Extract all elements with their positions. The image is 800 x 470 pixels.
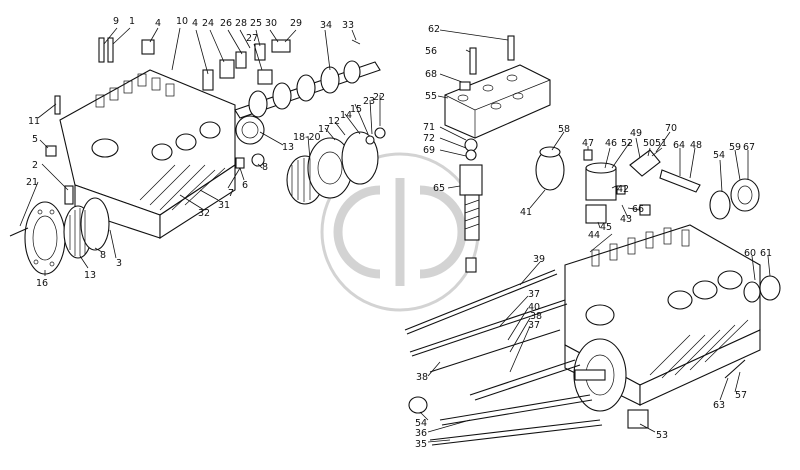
- callout-label: 53: [656, 430, 668, 441]
- callout-label: 57: [735, 390, 747, 401]
- callout-label: 30: [265, 18, 277, 29]
- callout-label: 59: [729, 142, 741, 153]
- callout-label: 70: [665, 123, 677, 134]
- callout-label: 64: [673, 140, 685, 151]
- callout-label: 15: [350, 104, 362, 115]
- callout-label: 38: [416, 372, 428, 383]
- right-pump-housing: [564, 224, 781, 429]
- callout-label: 9: [113, 16, 119, 27]
- callout-label: 45: [600, 222, 612, 233]
- callout-label: 22: [373, 92, 385, 103]
- callout-label: 38: [530, 311, 542, 322]
- callout-label: 16: [36, 278, 48, 289]
- callout-label: 46: [605, 138, 617, 149]
- callout-labels: 9 1 4 10 4 24 26 28 25 30 29 34 33 27 11…: [26, 16, 772, 450]
- callout-label: 17: [318, 124, 330, 135]
- callout-label: 13: [84, 270, 96, 281]
- callout-label: 62: [428, 24, 440, 35]
- callout-label: 7: [228, 188, 234, 199]
- callout-label: 71: [423, 122, 435, 133]
- callout-label: 10: [176, 16, 188, 27]
- callout-label: 35: [415, 439, 427, 450]
- callout-label: 4: [192, 18, 198, 29]
- callout-label: 39: [533, 254, 545, 265]
- left-camshaft: [234, 60, 381, 145]
- callout-label: 8: [100, 250, 106, 261]
- callout-label: 43: [620, 214, 632, 225]
- callout-label: 48: [690, 140, 702, 151]
- callout-label: 25: [250, 18, 262, 29]
- callout-label: 12: [328, 116, 340, 127]
- callout-label: 56: [425, 46, 437, 57]
- callout-label: 50: [643, 138, 655, 149]
- callout-label: 36: [415, 428, 427, 439]
- callout-label: 44: [588, 230, 600, 241]
- callout-label: 33: [342, 20, 354, 31]
- callout-label: 21: [26, 177, 38, 188]
- callout-label: 55: [425, 91, 437, 102]
- callout-label: 24: [202, 18, 214, 29]
- callout-label: 61: [760, 248, 772, 259]
- callout-label: 69: [423, 145, 435, 156]
- callout-label: 26: [220, 18, 232, 29]
- right-cover-plate: [444, 35, 551, 139]
- callout-label: 5: [32, 134, 38, 145]
- callout-label: 68: [425, 69, 437, 80]
- watermark-logo: [320, 152, 480, 312]
- callout-label: 37: [528, 320, 540, 331]
- callout-label: 60: [744, 248, 756, 259]
- left-pump-housing: [9, 69, 236, 275]
- callout-label: 8: [262, 162, 268, 173]
- left-small-parts: [45, 37, 361, 205]
- callout-label: 28: [235, 18, 247, 29]
- callout-label: 65: [433, 183, 445, 194]
- callout-label: 4: [155, 18, 161, 29]
- callout-label: 72: [423, 133, 435, 144]
- right-plunger-element: [459, 138, 483, 273]
- callout-label: 6: [242, 180, 248, 191]
- callout-label: 51: [655, 138, 667, 149]
- callout-label: 40: [528, 302, 540, 313]
- leader-lines: [19, 27, 771, 443]
- callout-label: 67: [743, 142, 755, 153]
- callout-label: 49: [630, 128, 642, 139]
- callout-label: 42: [617, 184, 629, 195]
- callout-label: 31: [218, 200, 230, 211]
- callout-label: 32: [198, 208, 210, 219]
- callout-label: 34: [320, 20, 332, 31]
- callout-label: 58: [558, 124, 570, 135]
- callout-label: 14: [340, 110, 352, 121]
- callout-label: 2: [32, 160, 38, 171]
- callout-label: 66: [632, 204, 644, 215]
- callout-label: 23: [363, 96, 375, 107]
- callout-label: 29: [290, 18, 302, 29]
- left-coupling-assembly: [286, 127, 386, 205]
- callout-label: 3: [116, 258, 122, 269]
- callout-label: 11: [28, 116, 40, 127]
- callout-label: 41: [520, 207, 532, 218]
- callout-label: 54: [713, 150, 725, 161]
- callout-label: 47: [582, 138, 594, 149]
- callout-label: 52: [621, 138, 633, 149]
- callout-label: 63: [713, 400, 725, 411]
- callout-label: 54: [415, 418, 427, 429]
- callout-label: 13: [282, 142, 294, 153]
- callout-label: 27: [246, 33, 258, 44]
- callout-label: 37: [528, 289, 540, 300]
- callout-label: 18-20: [293, 132, 321, 143]
- callout-label: 1: [129, 16, 135, 27]
- right-small-parts: [535, 146, 760, 224]
